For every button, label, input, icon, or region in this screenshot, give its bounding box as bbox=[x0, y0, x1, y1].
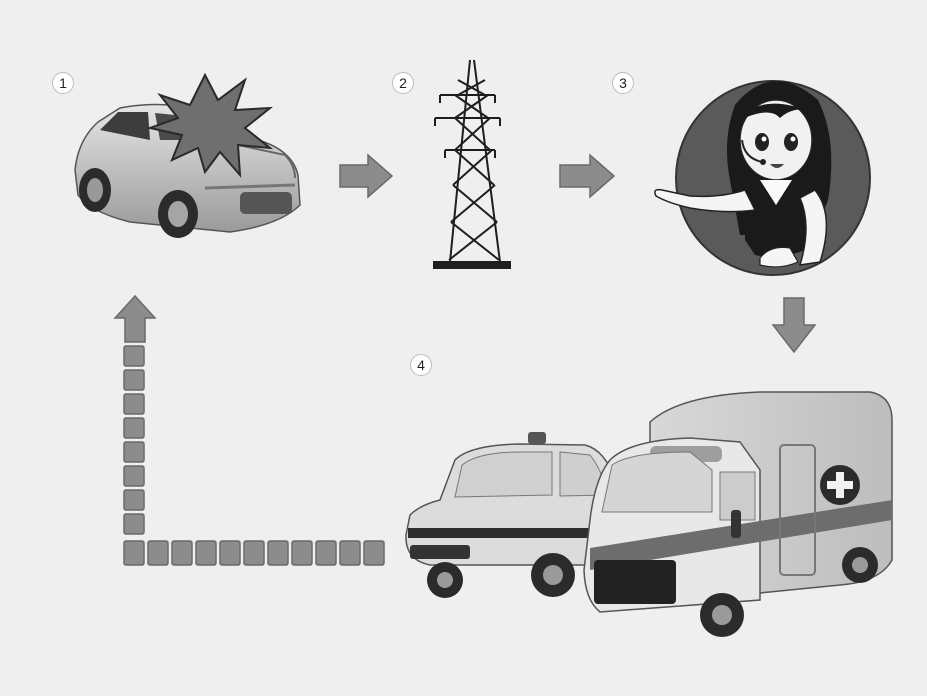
arrow-right-2 bbox=[560, 155, 614, 197]
arrow-up bbox=[115, 296, 155, 342]
call-center-operator-icon bbox=[655, 81, 870, 275]
transmission-tower-icon bbox=[434, 60, 510, 268]
arrow-right-1 bbox=[340, 155, 392, 197]
step-1-number: 1 bbox=[52, 72, 74, 94]
return-path-arrow bbox=[115, 296, 384, 565]
crashed-car-icon bbox=[75, 75, 300, 238]
ambulance-icon bbox=[584, 392, 892, 637]
arrow-down bbox=[773, 298, 815, 352]
step-4-number: 4 bbox=[410, 354, 432, 376]
step-2-number: 2 bbox=[392, 72, 414, 94]
step-3-number: 3 bbox=[612, 72, 634, 94]
emergency-vehicles-icon bbox=[406, 392, 892, 637]
